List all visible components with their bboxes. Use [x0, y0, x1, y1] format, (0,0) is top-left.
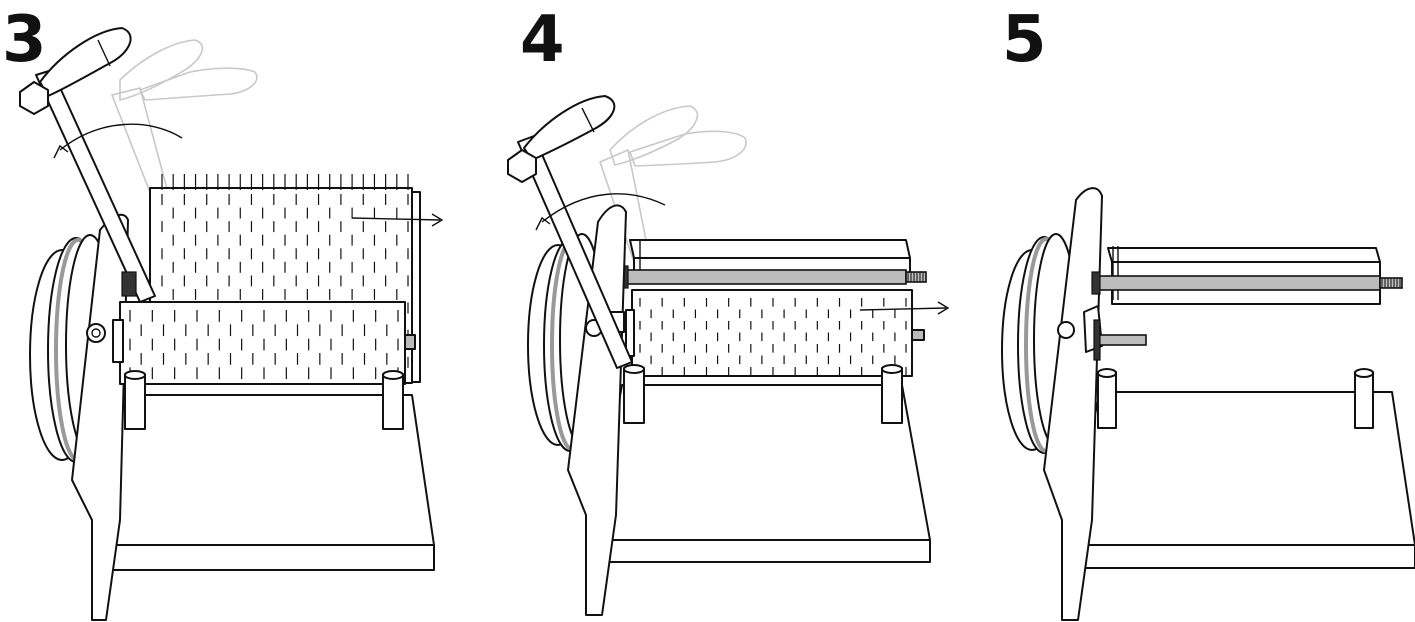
threaded-rod [619, 265, 927, 289]
comb-teeth [639, 298, 907, 376]
comb-teeth [129, 310, 399, 380]
rotation-arrow-icon [535, 193, 666, 231]
step-5-illustration [1001, 187, 1415, 621]
step-number: 3 [2, 3, 47, 77]
rotation-arrow-icon [53, 123, 183, 159]
drive-pin [1093, 319, 1147, 361]
step-3-panel: 3 [0, 0, 470, 622]
front-comb [112, 301, 416, 385]
step-number: 5 [1002, 3, 1047, 77]
side-frame [1043, 187, 1103, 621]
step-4-panel: 4 [490, 0, 960, 622]
step-5-panel: 5 [980, 0, 1415, 622]
crank-handle-icon [507, 95, 633, 369]
pull-arrow-icon [859, 301, 950, 315]
top-bar [1107, 246, 1381, 305]
guide-posts [623, 364, 903, 424]
step-4-illustration [507, 95, 950, 616]
crank-handle-icon [19, 27, 156, 303]
threaded-rod [1091, 271, 1403, 295]
guide-posts [1097, 368, 1374, 429]
pull-arrow-icon [351, 213, 444, 227]
step-3-illustration [19, 27, 444, 621]
guide-posts [124, 370, 404, 430]
step-number: 4 [520, 3, 565, 77]
front-comb [625, 289, 925, 377]
